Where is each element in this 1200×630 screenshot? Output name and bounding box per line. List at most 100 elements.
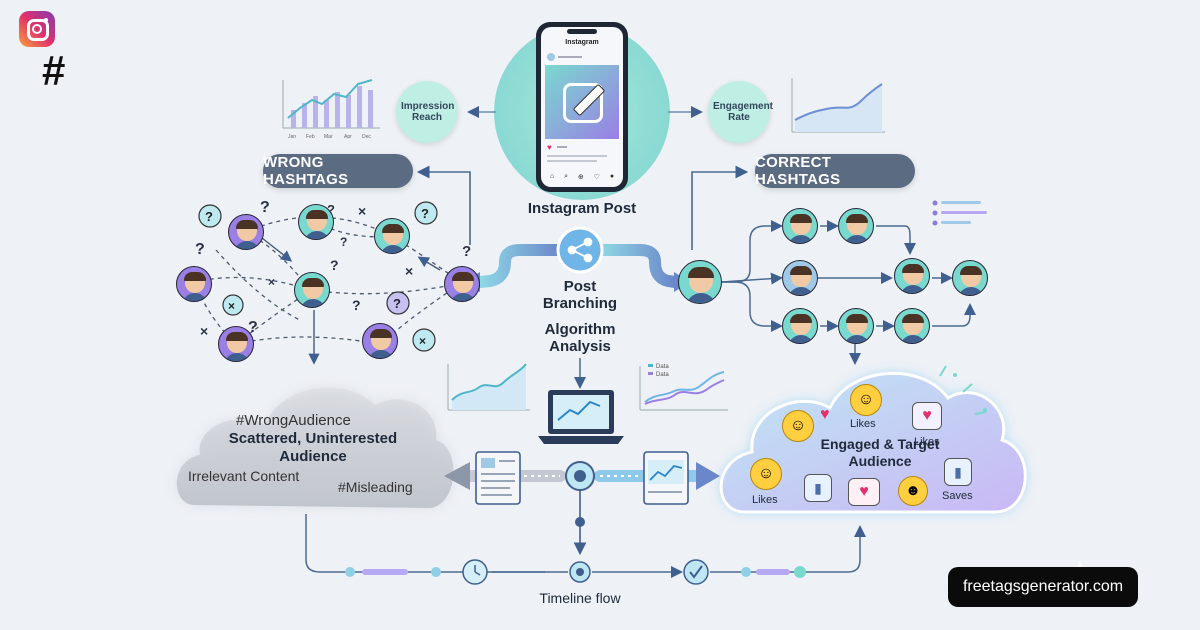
analytics-card-icon xyxy=(643,451,689,505)
chart-month-3: Apr xyxy=(344,134,352,140)
svg-text:?: ? xyxy=(340,235,347,249)
smile-emoji-icon: ☺ xyxy=(750,458,782,490)
irrelevant-content-label: Irrelevant Content xyxy=(188,468,300,484)
avatar xyxy=(952,260,988,296)
avatar-body xyxy=(234,241,260,249)
legend-data-1: Data xyxy=(656,364,669,370)
svg-text:×: × xyxy=(419,334,426,348)
svg-text:?: ? xyxy=(393,296,401,311)
avatar-hair xyxy=(236,219,258,229)
post-branching-label: Post Branching xyxy=(542,278,618,312)
timeline-label: Timeline flow xyxy=(539,590,621,606)
smile-emoji-icon: ☺ xyxy=(850,384,882,416)
wrong-audience-title: Scattered, Uninterested Audience xyxy=(228,430,398,465)
phone-app-name: Instagram xyxy=(565,39,599,46)
avatar-body xyxy=(844,335,870,343)
avatar-body xyxy=(368,350,394,358)
phone: Instagram ♥ ⌂⌕⊕♡● xyxy=(536,22,628,192)
avatar-hair xyxy=(226,331,248,341)
correct-hashtags-pill: CORRECT HASHTAGS xyxy=(755,154,915,188)
avatar-body xyxy=(450,293,476,301)
avatar xyxy=(678,260,722,304)
likes-label: Likes xyxy=(752,494,778,506)
question-bubble: ? ? ? × × xyxy=(198,201,438,352)
svg-text:?: ? xyxy=(462,243,471,260)
bookmark-card-icon: ▮ xyxy=(804,474,832,502)
engagement-rate-label: Engagement Rate xyxy=(713,101,774,123)
avatar-hair xyxy=(370,328,392,338)
avatar-hair xyxy=(452,271,474,281)
instagram-post-label: Instagram Post xyxy=(527,200,637,217)
avatar xyxy=(838,208,874,244)
avatar xyxy=(294,272,330,308)
legend-data-2: Data xyxy=(656,372,669,378)
misleading-tag: #Misleading xyxy=(338,479,413,495)
profile-icon: ● xyxy=(609,173,615,180)
target-audience-title: Engaged & Target Audience xyxy=(820,436,940,469)
chart-month-0: Jan xyxy=(288,134,296,140)
wrong-audience-cloud xyxy=(176,387,454,508)
avatar xyxy=(782,208,818,244)
hashtag-icon: # xyxy=(42,47,66,94)
avatar-body xyxy=(788,287,814,295)
avatar-body xyxy=(958,287,984,295)
chart-month-1: Feb xyxy=(306,134,315,140)
avatar xyxy=(894,258,930,294)
avatar-hair xyxy=(790,213,812,223)
phone-nav-bar: ⌂⌕⊕♡● xyxy=(545,173,619,183)
svg-text:×: × xyxy=(358,203,366,219)
svg-text:?: ? xyxy=(195,241,205,258)
avatar-body xyxy=(300,299,326,307)
svg-text:?: ? xyxy=(205,209,213,224)
svg-text:?: ? xyxy=(260,199,270,216)
avatar xyxy=(838,308,874,344)
avatar xyxy=(894,308,930,344)
avatar-hair xyxy=(790,313,812,323)
smile-emoji-icon: ☺ xyxy=(782,410,814,442)
avatar-hair xyxy=(902,313,924,323)
impression-reach-circle: Impression Reach xyxy=(396,81,458,143)
algorithm-analysis-label: Algorithm Analysis xyxy=(544,321,616,355)
wrong-audience-tag: #WrongAudience xyxy=(236,412,351,429)
engagement-chart xyxy=(791,78,885,133)
flow-tube-left xyxy=(474,244,566,288)
search-icon: ⌕ xyxy=(564,173,568,180)
svg-text:?: ? xyxy=(421,206,429,221)
heart-card-icon: ♥ xyxy=(848,478,880,506)
connector-correct xyxy=(691,165,749,250)
avatar-hair xyxy=(302,277,324,287)
chart-month-4: Dec xyxy=(362,134,371,140)
share-icon xyxy=(567,237,593,263)
avatar xyxy=(298,204,334,240)
bookmark-card-icon: ▮ xyxy=(944,458,972,486)
timeline xyxy=(305,514,866,585)
add-icon: ⊕ xyxy=(577,174,584,181)
glow-rays xyxy=(939,365,987,415)
engagement-rate-circle: Engagement Rate xyxy=(708,81,774,143)
heart-card-icon: ♥ xyxy=(912,402,942,430)
heart-icon: ♥ xyxy=(547,143,552,152)
legend-bars xyxy=(932,200,987,226)
avatar-hair xyxy=(790,265,812,275)
impression-chart xyxy=(282,79,380,129)
svg-text:×: × xyxy=(200,323,208,339)
impression-reach-label: Impression Reach xyxy=(401,101,455,123)
avatar xyxy=(444,266,480,302)
svg-text:?: ? xyxy=(248,319,258,336)
avatar xyxy=(228,214,264,250)
avatar-hair xyxy=(184,271,206,281)
avatar-body xyxy=(900,335,926,343)
chart-month-2: Mar xyxy=(324,134,333,140)
laptop-icon xyxy=(538,358,624,444)
likes-label: Likes xyxy=(914,436,940,448)
heart-icon: ♥ xyxy=(820,406,830,423)
svg-text:×: × xyxy=(228,299,235,313)
saves-label: Saves xyxy=(942,490,973,502)
avatar-hair xyxy=(846,213,868,223)
site-brand-badge[interactable]: freetagsgenerator.com xyxy=(948,567,1138,607)
avatar xyxy=(176,266,212,302)
post-image xyxy=(545,65,619,139)
svg-text:×: × xyxy=(405,263,413,279)
svg-text:?: ? xyxy=(327,202,335,217)
